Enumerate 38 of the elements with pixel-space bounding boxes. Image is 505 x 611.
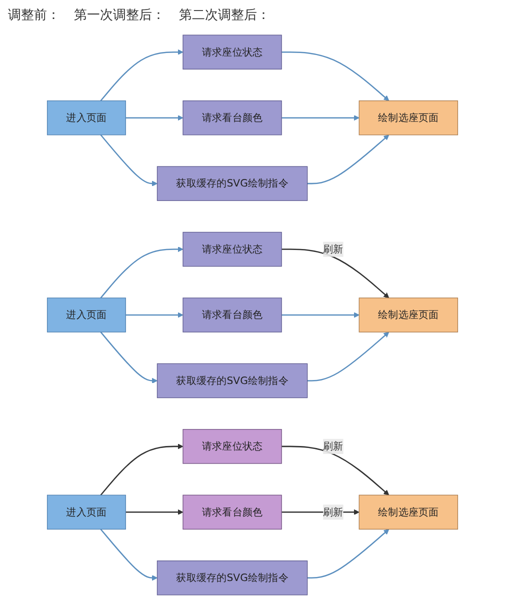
node-box: 绘制选座页面 (358, 298, 458, 332)
arrow (282, 446, 390, 496)
node-box: 获取缓存的SVG绘制指令 (156, 363, 308, 398)
node-box: 请求座位状态 (182, 232, 282, 267)
node-box: 请求座位状态 (182, 429, 282, 464)
section-heading: 第一次调整后： (74, 7, 165, 24)
arrow (126, 115, 184, 121)
node-box: 绘制选座页面 (358, 494, 458, 530)
arrow (307, 528, 390, 579)
arrow (100, 49, 184, 102)
node-box: 请求座位状态 (182, 34, 282, 70)
arrow (282, 115, 360, 121)
edge-label: 刷新 (323, 506, 344, 518)
arrow (100, 246, 184, 298)
arrow (100, 332, 158, 384)
node-box: 进入页面 (46, 298, 126, 332)
arrow (126, 509, 184, 515)
node-box: 绘制选座页面 (358, 100, 458, 136)
node-box: 进入页面 (46, 494, 126, 530)
arrow (282, 248, 390, 298)
section-heading: 第二次调整后： (179, 7, 270, 24)
node-box: 请求看台颜色 (182, 494, 282, 530)
arrow (282, 312, 360, 318)
edge-label: 刷新 (323, 440, 344, 452)
arrow (307, 134, 390, 184)
arrow (126, 312, 184, 318)
arrow (282, 51, 390, 102)
arrow (100, 134, 158, 186)
node-box: 获取缓存的SVG绘制指令 (156, 560, 308, 596)
node-box: 进入页面 (46, 100, 126, 136)
node-box: 请求看台颜色 (182, 100, 282, 136)
arrow (100, 444, 184, 496)
edge-label: 刷新 (323, 242, 344, 255)
arrow (307, 332, 390, 382)
arrow (100, 528, 158, 581)
section-heading: 调整前： (8, 7, 60, 24)
node-box: 请求看台颜色 (182, 298, 282, 332)
node-box: 获取缓存的SVG绘制指令 (156, 166, 308, 201)
